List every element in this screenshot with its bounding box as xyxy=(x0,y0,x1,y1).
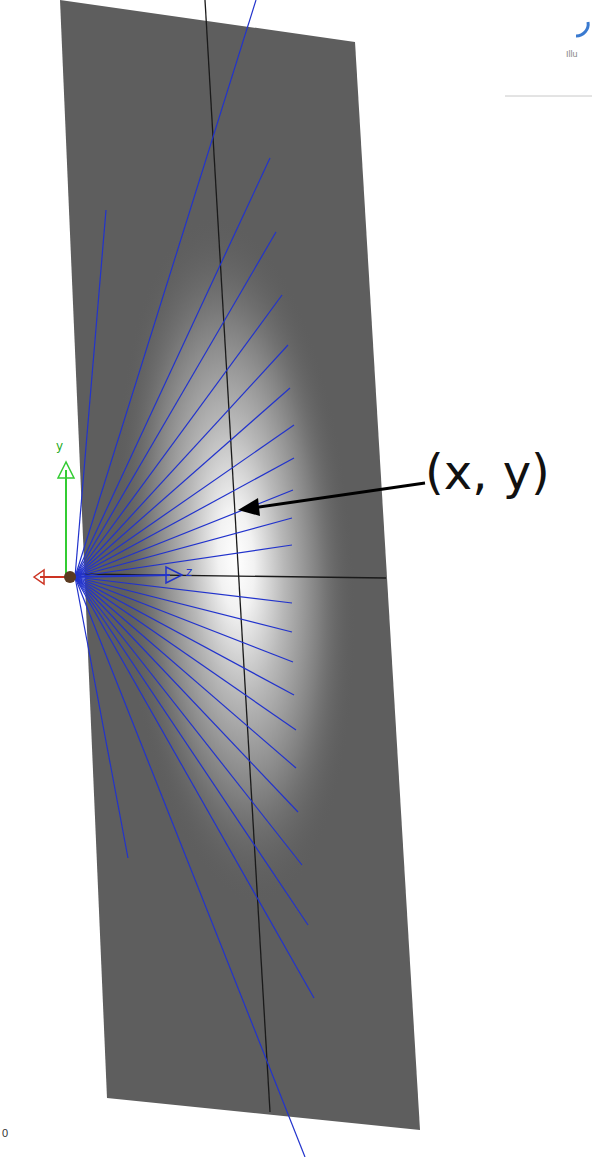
logo-mark xyxy=(576,22,588,36)
page-number: 0 xyxy=(2,1128,8,1139)
logo-text: Illu xyxy=(566,50,578,59)
leader-arrowhead xyxy=(238,498,260,516)
plane xyxy=(60,0,420,1130)
logo-rule xyxy=(505,96,592,97)
leader-line xyxy=(252,483,425,508)
point-label: (x, y) xyxy=(425,448,550,496)
light-rays xyxy=(75,0,314,1157)
axis-triad xyxy=(34,462,182,584)
axis-label: y xyxy=(56,440,63,452)
axis-label: z xyxy=(186,566,192,578)
